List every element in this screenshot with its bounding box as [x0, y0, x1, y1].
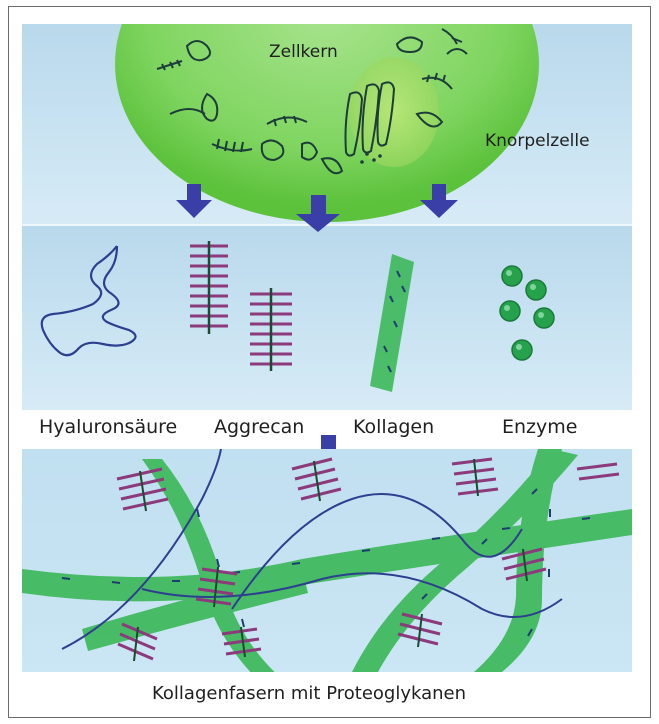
nucleus-label: Zellkern: [269, 42, 338, 62]
matrix-panel: [22, 449, 632, 672]
hyaluronic-acid-label: Hyaluronsäure: [39, 416, 177, 438]
arrow-down-icon: [176, 184, 212, 218]
arrow-down-icon: [420, 184, 458, 218]
figure-caption: Kollagenfasern mit Proteoglykanen: [152, 683, 466, 704]
enzymes-label: Enzyme: [502, 416, 577, 438]
arrow-down-icon: [296, 195, 340, 232]
collagen-label: Kollagen: [353, 416, 434, 438]
aggrecan-label: Aggrecan: [214, 416, 304, 438]
chondrocyte-label: Knorpelzelle: [485, 131, 590, 151]
matrix-illustration: [22, 449, 632, 672]
